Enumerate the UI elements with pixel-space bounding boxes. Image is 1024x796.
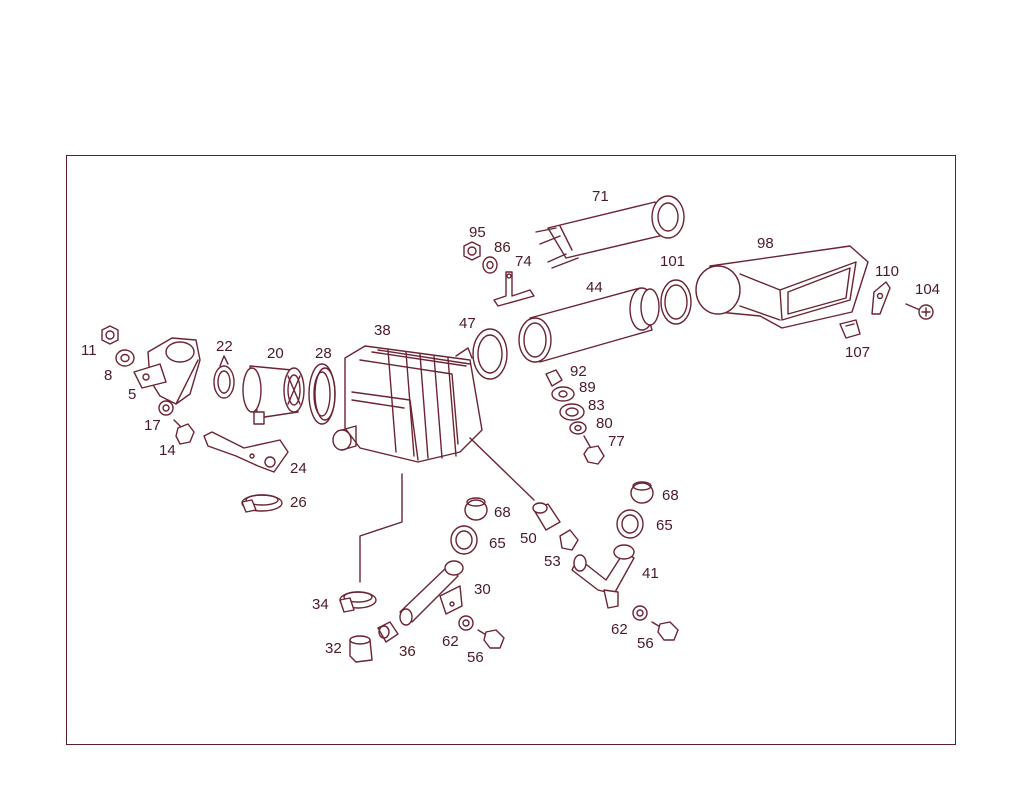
callout-50: 50 xyxy=(520,530,537,547)
part-17-washer xyxy=(158,400,174,416)
part-62-washer-left xyxy=(458,615,474,631)
callout-24: 24 xyxy=(290,460,307,477)
part-32-elbow-hose xyxy=(349,635,373,663)
part-68-cap-left xyxy=(464,497,488,521)
callout-65-left: 65 xyxy=(489,535,506,552)
part-80-spacer xyxy=(569,421,587,435)
part-95-nut xyxy=(463,241,481,261)
callout-30: 30 xyxy=(474,581,491,598)
callout-20: 20 xyxy=(267,345,284,362)
callout-89: 89 xyxy=(579,379,596,396)
callout-8: 8 xyxy=(104,367,112,384)
callout-44: 44 xyxy=(586,279,603,296)
part-56-bolt-right xyxy=(651,621,679,641)
part-41-drain-pipe xyxy=(571,544,635,609)
callout-11: 11 xyxy=(81,342,97,359)
part-38-air-filter-housing xyxy=(332,345,483,463)
callout-labels: 71 95 86 74 98 101 110 104 44 47 107 38 … xyxy=(81,188,940,666)
part-11-nut xyxy=(101,325,119,345)
part-24-support-bracket xyxy=(203,431,289,473)
callout-71: 71 xyxy=(592,188,609,205)
part-77-bolt xyxy=(583,435,605,465)
part-74-bracket xyxy=(493,271,535,307)
callout-68-right: 68 xyxy=(662,487,679,504)
callout-56-right: 56 xyxy=(637,635,654,652)
callout-101: 101 xyxy=(660,253,685,270)
callout-104: 104 xyxy=(915,281,940,298)
leader-line-34 xyxy=(359,473,403,583)
part-83-rubber-grommet xyxy=(559,403,585,421)
leader-line-50 xyxy=(469,437,535,501)
callout-38: 38 xyxy=(374,322,391,339)
part-47-seal-ring xyxy=(472,328,508,380)
part-92-rubber-mount xyxy=(545,369,563,387)
part-104-screw xyxy=(905,303,934,320)
callout-47: 47 xyxy=(459,315,476,332)
callout-62-right: 62 xyxy=(611,621,628,638)
part-53-fitting xyxy=(559,529,579,551)
part-28-seal xyxy=(308,363,336,425)
part-22-hose-clamp xyxy=(213,355,235,399)
callout-110: 110 xyxy=(875,263,899,280)
part-68-cap-right xyxy=(630,481,654,504)
callout-17: 17 xyxy=(144,417,161,434)
callout-77: 77 xyxy=(608,433,625,450)
callout-26: 26 xyxy=(290,494,307,511)
part-44-intake-pipe xyxy=(518,287,660,363)
callout-86: 86 xyxy=(494,239,511,256)
callout-14: 14 xyxy=(159,442,176,459)
part-50-sleeve xyxy=(532,502,561,531)
callout-68-left: 68 xyxy=(494,504,511,521)
callout-62-left: 62 xyxy=(442,633,459,650)
part-101-seal-ring xyxy=(660,279,692,325)
part-71-intake-snorkel xyxy=(535,195,685,269)
callout-107: 107 xyxy=(845,344,870,361)
diagram-frame xyxy=(66,155,956,745)
part-56-bolt-left xyxy=(477,629,505,649)
callout-95: 95 xyxy=(469,224,486,241)
callout-22: 22 xyxy=(216,338,233,355)
callout-98: 98 xyxy=(757,235,774,252)
part-110-bracket xyxy=(871,281,891,315)
part-14-bolt xyxy=(173,419,195,445)
callout-92: 92 xyxy=(570,363,587,380)
part-98-air-duct xyxy=(695,245,869,329)
callout-5: 5 xyxy=(128,386,136,403)
part-8-washer xyxy=(115,349,135,367)
part-20-filter-element xyxy=(242,365,305,425)
part-30-drain-pipe xyxy=(399,560,464,626)
callout-36: 36 xyxy=(399,643,416,660)
part-86-washer xyxy=(482,256,498,274)
callout-74: 74 xyxy=(515,253,532,270)
callout-83: 83 xyxy=(588,397,605,414)
callout-53: 53 xyxy=(544,553,561,570)
callout-41: 41 xyxy=(642,565,659,582)
part-89-washer xyxy=(551,386,575,402)
callout-32: 32 xyxy=(325,640,342,657)
callout-56-left: 56 xyxy=(467,649,484,666)
part-62-washer-right xyxy=(632,605,648,621)
callout-80: 80 xyxy=(596,415,613,432)
callout-28: 28 xyxy=(315,345,332,362)
part-26-hose-clamp xyxy=(241,494,283,513)
callout-65-right: 65 xyxy=(656,517,673,534)
part-65-grommet-right xyxy=(616,509,644,539)
callout-34: 34 xyxy=(312,596,329,613)
part-107-clip xyxy=(839,319,861,339)
part-36-hose-fitting xyxy=(377,621,399,643)
part-65-grommet-left xyxy=(450,525,478,555)
part-5-intake-elbow xyxy=(133,337,201,405)
part-34-hose-clamp xyxy=(339,591,377,613)
